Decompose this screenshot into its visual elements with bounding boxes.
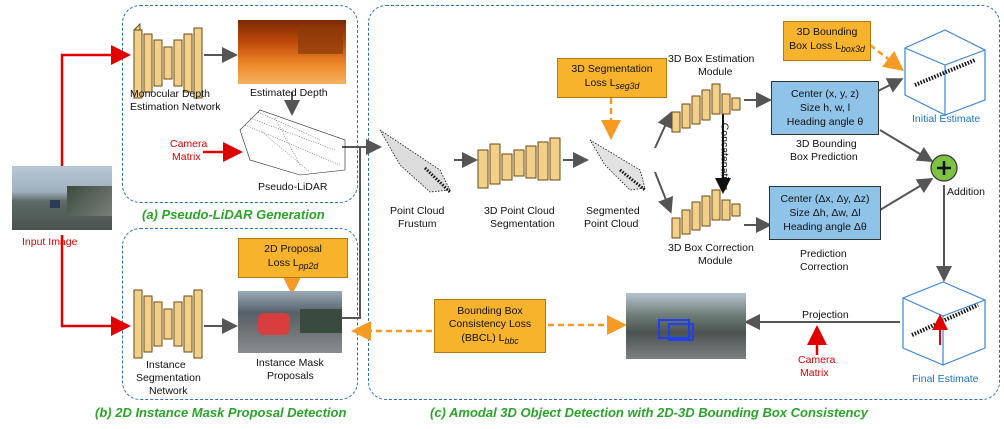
addition-label: Addition — [947, 186, 985, 198]
proposal-loss-box: 2D Proposal Loss Lpp2d — [238, 238, 348, 278]
correction-center: Center (Δx, Δy, Δz) — [780, 192, 870, 205]
proposal-loss-line2: Loss Lpp2d — [268, 257, 318, 272]
initial-estimate-label: Initial Estimate — [912, 113, 981, 125]
initial-center: Center (x, y, z) — [790, 87, 860, 100]
initial-heading: Heading angle θ — [786, 116, 864, 129]
frustum-label-2: Frustum — [398, 218, 437, 230]
seg3d-loss-line1: 3D Segmentation — [571, 63, 653, 76]
estimated-depth-label: Estimated Depth — [250, 87, 328, 99]
instance-mask-label-1: Instance Mask — [256, 357, 324, 369]
proposal-loss-line1: 2D Proposal — [264, 243, 322, 256]
box3d-loss-prefix: Box Loss L — [789, 40, 842, 53]
box-correction-network-icon — [671, 189, 741, 239]
concatenation-label: Concatenation — [718, 122, 731, 191]
loss-arrows — [282, 44, 904, 341]
bbcl-loss-box: Bounding Box Consistency Loss (BBCL) Lbb… — [434, 299, 546, 353]
correction-prediction-box: Center (Δx, Δy, Δz) Size Δh, Δw, Δl Head… — [769, 186, 881, 240]
bbcl-loss-prefix: (BBCL) L — [461, 331, 505, 344]
segmented-pointcloud-icon — [589, 139, 646, 192]
bbox-prediction-label-2: Box Prediction — [790, 151, 858, 163]
input-image-label: Input Image — [22, 236, 78, 248]
prediction-correction-label-2: Correction — [800, 261, 849, 273]
camera-matrix-top-label-2: Matrix — [172, 151, 201, 163]
instance-seg-label-3: Network — [149, 385, 188, 397]
mono-depth-label-2: Estimation Network — [130, 101, 221, 113]
box3d-loss-line2: Box Loss Lbox3d — [789, 40, 865, 55]
estimated-depth-image — [238, 20, 346, 84]
box-estimation-label-1: 3D Box Estimation — [668, 53, 755, 65]
projection-image — [626, 293, 746, 359]
depth-network-icon — [133, 22, 203, 100]
camera-matrix-top-label-1: Camera — [170, 138, 208, 150]
seg3d-loss-box: 3D Segmentation Loss Lseg3d — [557, 58, 667, 98]
proposal-loss-prefix: Loss L — [267, 257, 299, 270]
segmented-pc-label-1: Segmented — [586, 205, 640, 217]
instance-seg-label-1: Instance — [146, 359, 186, 371]
final-estimate-label: Final Estimate — [912, 373, 979, 385]
plus-circle-icon — [930, 154, 958, 182]
box-estimation-label-2: Module — [698, 66, 733, 78]
projection-label: Projection — [802, 309, 849, 321]
gray-arrows — [204, 47, 952, 334]
pc-seg-network-icon — [477, 137, 561, 189]
bbcl-loss-line3: (BBCL) Lbbc — [461, 332, 518, 347]
box3d-loss-box: 3D Bounding Box Loss Lbox3d — [783, 21, 871, 61]
seg3d-loss-line2: Loss Lseg3d — [585, 77, 640, 92]
correction-size: Size Δh, Δw, Δl — [789, 206, 861, 219]
box-correction-label-2: Module — [698, 255, 733, 267]
box-estimation-network-icon — [671, 83, 741, 133]
segmented-pc-label-2: Point Cloud — [584, 218, 639, 230]
instance-mask-label-2: Proposals — [267, 370, 314, 382]
caption-b: (b) 2D Instance Mask Proposal Detection — [95, 405, 347, 420]
pseudo-lidar-label: Pseudo-LiDAR — [258, 181, 328, 193]
box3d-loss-subscript: box3d — [841, 44, 865, 55]
pseudo-lidar-pointcloud-icon — [239, 109, 346, 176]
pc-seg-label-2: Segmentation — [490, 218, 555, 230]
camera-matrix-bottom-label-1: Camera — [798, 354, 836, 366]
box3d-loss-line1: 3D Bounding — [796, 26, 858, 39]
caption-c: (c) Amodal 3D Object Detection with 2D-3… — [430, 405, 868, 420]
frustum-pointcloud-icon — [379, 129, 452, 194]
correction-heading: Heading angle Δθ — [783, 221, 867, 234]
frustum-label-1: Point Cloud — [390, 205, 445, 217]
bbox-prediction-label-1: 3D Bounding — [796, 138, 857, 150]
panel-instance-mask — [122, 228, 358, 400]
bbcl-loss-subscript: bbc — [504, 336, 519, 346]
red-arrows — [60, 45, 827, 355]
instance-network-icon — [133, 289, 203, 359]
bbcl-loss-line2: Consistency Loss — [448, 318, 532, 331]
panel-amodal-3d — [368, 5, 1000, 400]
initial-estimate-icon — [904, 29, 986, 116]
initial-size: Size h, w, l — [799, 101, 851, 114]
bbcl-loss-line1: Bounding Box — [457, 304, 523, 317]
instance-seg-label-2: Segmentation — [136, 372, 201, 384]
box-correction-label-1: 3D Box Correction — [668, 242, 754, 254]
input-image — [12, 166, 112, 230]
mono-depth-label-1: Monocular Depth — [130, 88, 210, 100]
initial-prediction-box: Center (x, y, z) Size h, w, l Heading an… — [771, 81, 879, 135]
camera-matrix-bottom-label-2: Matrix — [800, 367, 829, 379]
panel-pseudo-lidar — [122, 5, 358, 203]
prediction-correction-label-1: Prediction — [800, 248, 847, 260]
instance-mask-image — [238, 291, 342, 353]
pc-seg-label-1: 3D Point Cloud — [484, 205, 555, 217]
seg3d-loss-subscript: seg3d — [615, 81, 640, 92]
final-estimate-icon — [902, 281, 986, 366]
seg3d-loss-prefix: Loss L — [584, 77, 616, 90]
proposal-loss-subscript: pp2d — [298, 261, 319, 272]
caption-a: (a) Pseudo-LiDAR Generation — [142, 207, 325, 222]
